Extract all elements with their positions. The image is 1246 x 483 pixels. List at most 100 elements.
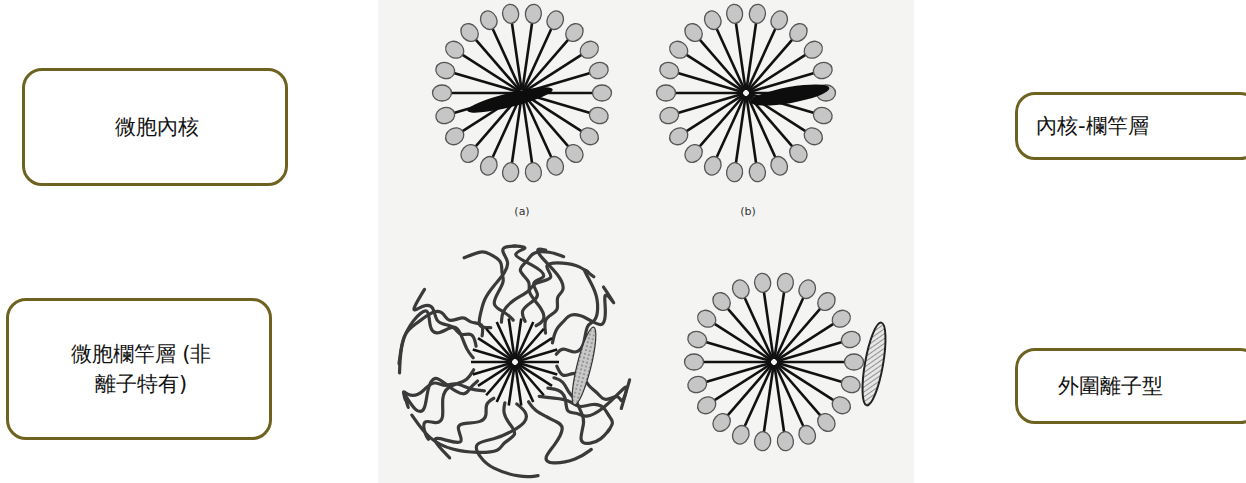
surfactant-head <box>776 272 795 293</box>
surfactant-head <box>442 124 467 148</box>
surfactant-head <box>681 20 706 45</box>
surfactant-head <box>587 60 610 81</box>
surfactant-tail <box>518 364 552 386</box>
surfactant-tail <box>523 28 552 91</box>
surfactant-head <box>433 85 452 101</box>
surfactant-head <box>666 38 691 62</box>
surfactant-head <box>845 354 864 370</box>
surfactant-head <box>587 105 610 126</box>
surfactant-head <box>658 60 681 81</box>
surfactant-tail <box>727 364 772 416</box>
surfactant-tail <box>713 323 771 360</box>
surfactant-head <box>709 289 734 314</box>
surfactant-head <box>685 354 704 370</box>
polymer-chain <box>399 311 483 364</box>
surfactant-head <box>457 141 482 166</box>
surfactant-tail <box>515 365 521 406</box>
surfactant-head <box>801 124 826 148</box>
surfactant-tail <box>777 323 835 360</box>
surfactant-head <box>814 289 839 314</box>
surfactant-tail <box>705 342 771 361</box>
surfactant-head <box>593 85 612 101</box>
surfactant-head <box>434 60 457 81</box>
surfactant-tail <box>478 338 512 360</box>
surfactant-tail <box>764 291 774 359</box>
surfactant-tail <box>518 361 559 364</box>
solubilizate <box>858 321 890 407</box>
surfactant-tail <box>677 94 743 113</box>
surfactant-tail <box>517 364 544 395</box>
surfactant-tail <box>774 365 784 433</box>
polymer-chain <box>529 402 592 463</box>
surfactant-tail <box>475 39 520 91</box>
polymer-chain <box>464 252 513 320</box>
surfactant-head <box>811 105 834 126</box>
surfactant-head <box>457 20 482 45</box>
surfactant-head <box>657 85 676 101</box>
surfactant-tail <box>702 361 771 364</box>
surfactant-tail <box>777 342 843 361</box>
surfactant-tail <box>525 54 583 91</box>
polymer-chain <box>552 287 613 343</box>
surfactant-tail <box>748 39 793 91</box>
polymer-chain <box>412 403 515 453</box>
box-label: 微胞內核 <box>115 112 199 142</box>
surfactant-tail <box>512 22 522 90</box>
micelle-group <box>399 3 890 476</box>
surfactant-tail <box>518 350 557 362</box>
surfactant-tail <box>777 363 843 382</box>
surfactant-tail <box>747 28 776 91</box>
surfactant-tail <box>674 92 743 95</box>
surfactant-head <box>725 162 744 183</box>
surfactant-head <box>748 3 767 24</box>
polymer-chain <box>520 252 563 326</box>
surfactant-head <box>748 162 767 183</box>
surfactant-tail <box>746 96 756 164</box>
surfactant-head <box>776 431 795 452</box>
surfactant-tail <box>776 308 821 360</box>
surfactant-head <box>544 8 566 32</box>
surfactant-tail <box>775 297 804 360</box>
surfactant-head <box>442 38 467 62</box>
surfactant-tail <box>705 363 771 382</box>
solubilizate <box>749 80 831 110</box>
surfactant-head <box>839 374 862 395</box>
surfactant-head <box>786 141 811 166</box>
surfactant-tail <box>497 365 514 402</box>
micelle <box>657 3 836 182</box>
surfactant-tail <box>685 54 743 91</box>
surfactant-tail <box>777 364 835 401</box>
surfactant-tail <box>716 96 745 159</box>
micelle <box>399 246 630 477</box>
label-box: 外圍離子型 <box>1015 348 1246 424</box>
surfactant-tail <box>685 95 743 132</box>
surfactant-tail <box>699 39 744 91</box>
surfactant-tail <box>509 318 515 359</box>
surfactant-head <box>686 374 709 395</box>
solubilizate <box>466 83 555 118</box>
box-label: 內核-欄竿層 <box>1036 111 1149 141</box>
surfactant-head <box>786 20 811 45</box>
surfactant-head <box>796 277 818 301</box>
polymer-chain <box>538 249 563 333</box>
surfactant-head <box>829 307 854 331</box>
surfactant-head <box>753 272 772 293</box>
surfactant-tail <box>461 54 519 91</box>
surfactant-head <box>544 154 566 178</box>
surfactant-head <box>753 431 772 452</box>
panel-label: (a) <box>514 205 529 218</box>
surfactant-head <box>829 393 854 417</box>
surfactant-tail <box>522 96 532 164</box>
surfactant-head <box>434 105 457 126</box>
surfactant-tail <box>516 322 533 359</box>
surfactant-tail <box>713 364 771 401</box>
surfactant-tail <box>486 329 513 360</box>
surfactant-tail <box>453 73 519 92</box>
surfactant-tail <box>744 365 773 428</box>
surfactant-tail <box>677 73 743 92</box>
surfactant-head <box>768 8 790 32</box>
surfactant-head <box>730 277 752 301</box>
surfactant-head <box>686 329 709 350</box>
micelle <box>433 3 612 182</box>
